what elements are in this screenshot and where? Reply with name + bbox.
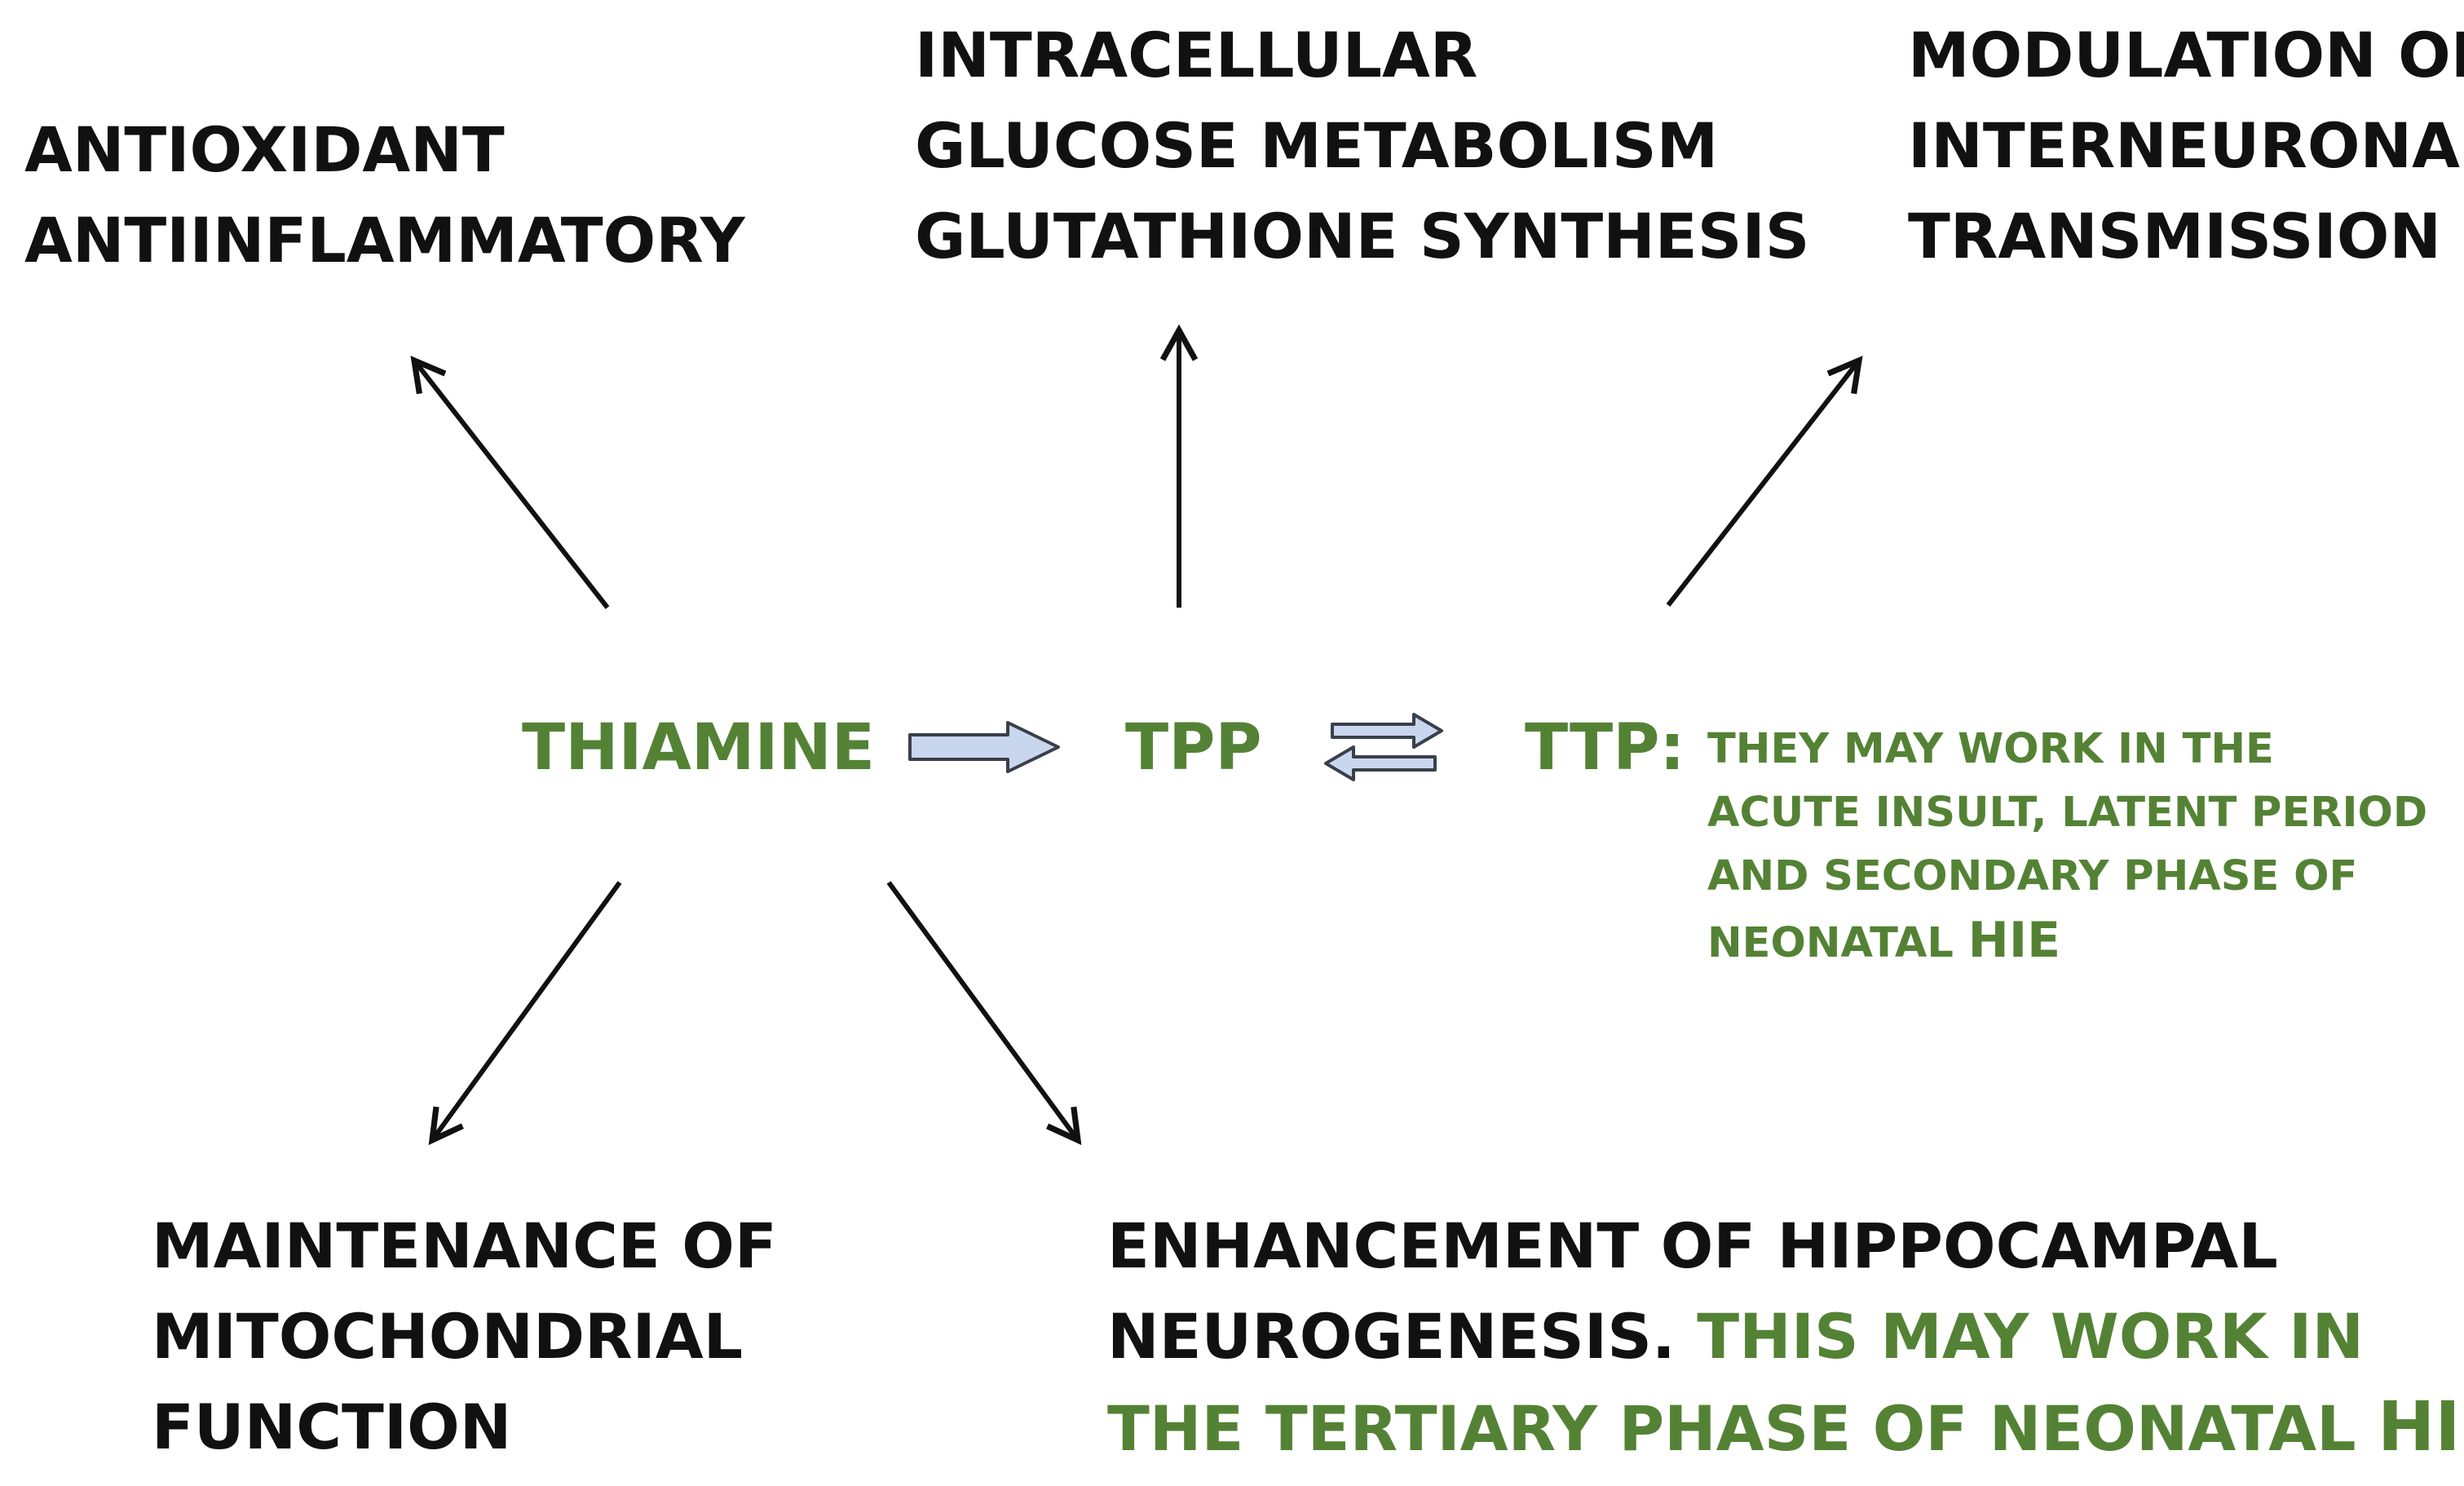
conversion-arrow-thiamine-tpp (908, 721, 1060, 773)
arrow-to-interneuronal-transmission (1666, 356, 1863, 607)
glucose-line-2: GLUCOSE METABOLISM (915, 109, 1719, 182)
equilibrium-arrow-backward (1324, 745, 1437, 781)
antioxidant-effect: ANTIOXIDANT ANTIINFLAMMATORY (24, 104, 745, 285)
ttp-note-line-3: AND SECONDARY PHASE OF (1707, 852, 2358, 900)
hippocampal-neurogenesis-effect: ENHANCEMENT OF HIPPOCAMPAL NEUROGENESIS.… (1107, 1201, 2464, 1474)
tertiary-hie: HIE (2378, 1386, 2464, 1466)
hippocampal-line-2: NEUROGENESIS. THIS MAY WORK IN (1107, 1291, 2464, 1382)
hippocampal-line-3: THE TERTIARY PHASE OF NEONATAL HIE (1107, 1382, 2464, 1474)
mitochondrial-function-effect: MAINTENANCE OF MITOCHONDRIAL FUNCTION (152, 1201, 777, 1472)
tpp-node: TPP (1125, 711, 1262, 785)
transmission-line-1: MODULATION OF (1908, 19, 2464, 91)
transmission-line-2: INTERNEURONAL (1908, 109, 2464, 182)
ttp-note: THEY MAY WORK IN THE ACUTE INSULT, LATEN… (1707, 718, 2427, 975)
mitochondrial-line-3: FUNCTION (152, 1391, 512, 1463)
antioxidant-line-2: ANTIINFLAMMATORY (24, 204, 745, 276)
transmission-line-3: TRANSMISSION (1908, 200, 2441, 272)
arrow-to-mitochondrial-function (428, 881, 622, 1145)
ttp-note-hie: HIE (1967, 912, 2061, 969)
ttp-note-line-4: NEONATAL HIE (1707, 909, 2427, 975)
tertiary-note-start: THIS MAY WORK IN (1697, 1300, 2365, 1373)
ttp-node: TTP: (1525, 711, 1685, 785)
glucose-metabolism-effect: INTRACELLULAR GLUCOSE METABOLISM GLUTATH… (915, 10, 1809, 281)
equilibrium-arrow-forward (1331, 713, 1443, 749)
neurogenesis-text: NEUROGENESIS. (1107, 1300, 1676, 1373)
thiamine-node: THIAMINE (522, 711, 876, 785)
mitochondrial-line-1: MAINTENANCE OF (152, 1210, 777, 1282)
interneuronal-transmission-effect: MODULATION OF INTERNEURONAL TRANSMISSION (1908, 10, 2464, 281)
antioxidant-line-1: ANTIOXIDANT (24, 113, 505, 186)
ttp-note-line-1: THEY MAY WORK IN THE (1707, 725, 2274, 773)
glucose-line-1: INTRACELLULAR (915, 19, 1478, 91)
hippocampal-line-1: ENHANCEMENT OF HIPPOCAMPAL (1107, 1210, 2278, 1282)
arrow-to-hippocampal-neurogenesis (886, 881, 1082, 1145)
glucose-line-3: GLUTATHIONE SYNTHESIS (915, 200, 1810, 272)
ttp-note-line-2: ACUTE INSULT, LATENT PERIOD (1707, 789, 2428, 837)
arrow-to-antioxidant (410, 356, 610, 609)
mitochondrial-line-2: MITOCHONDRIAL (152, 1300, 744, 1373)
ttp-note-neonatal: NEONATAL (1707, 919, 1954, 967)
tertiary-note-end: THE TERTIARY PHASE OF NEONATAL (1107, 1392, 2356, 1465)
